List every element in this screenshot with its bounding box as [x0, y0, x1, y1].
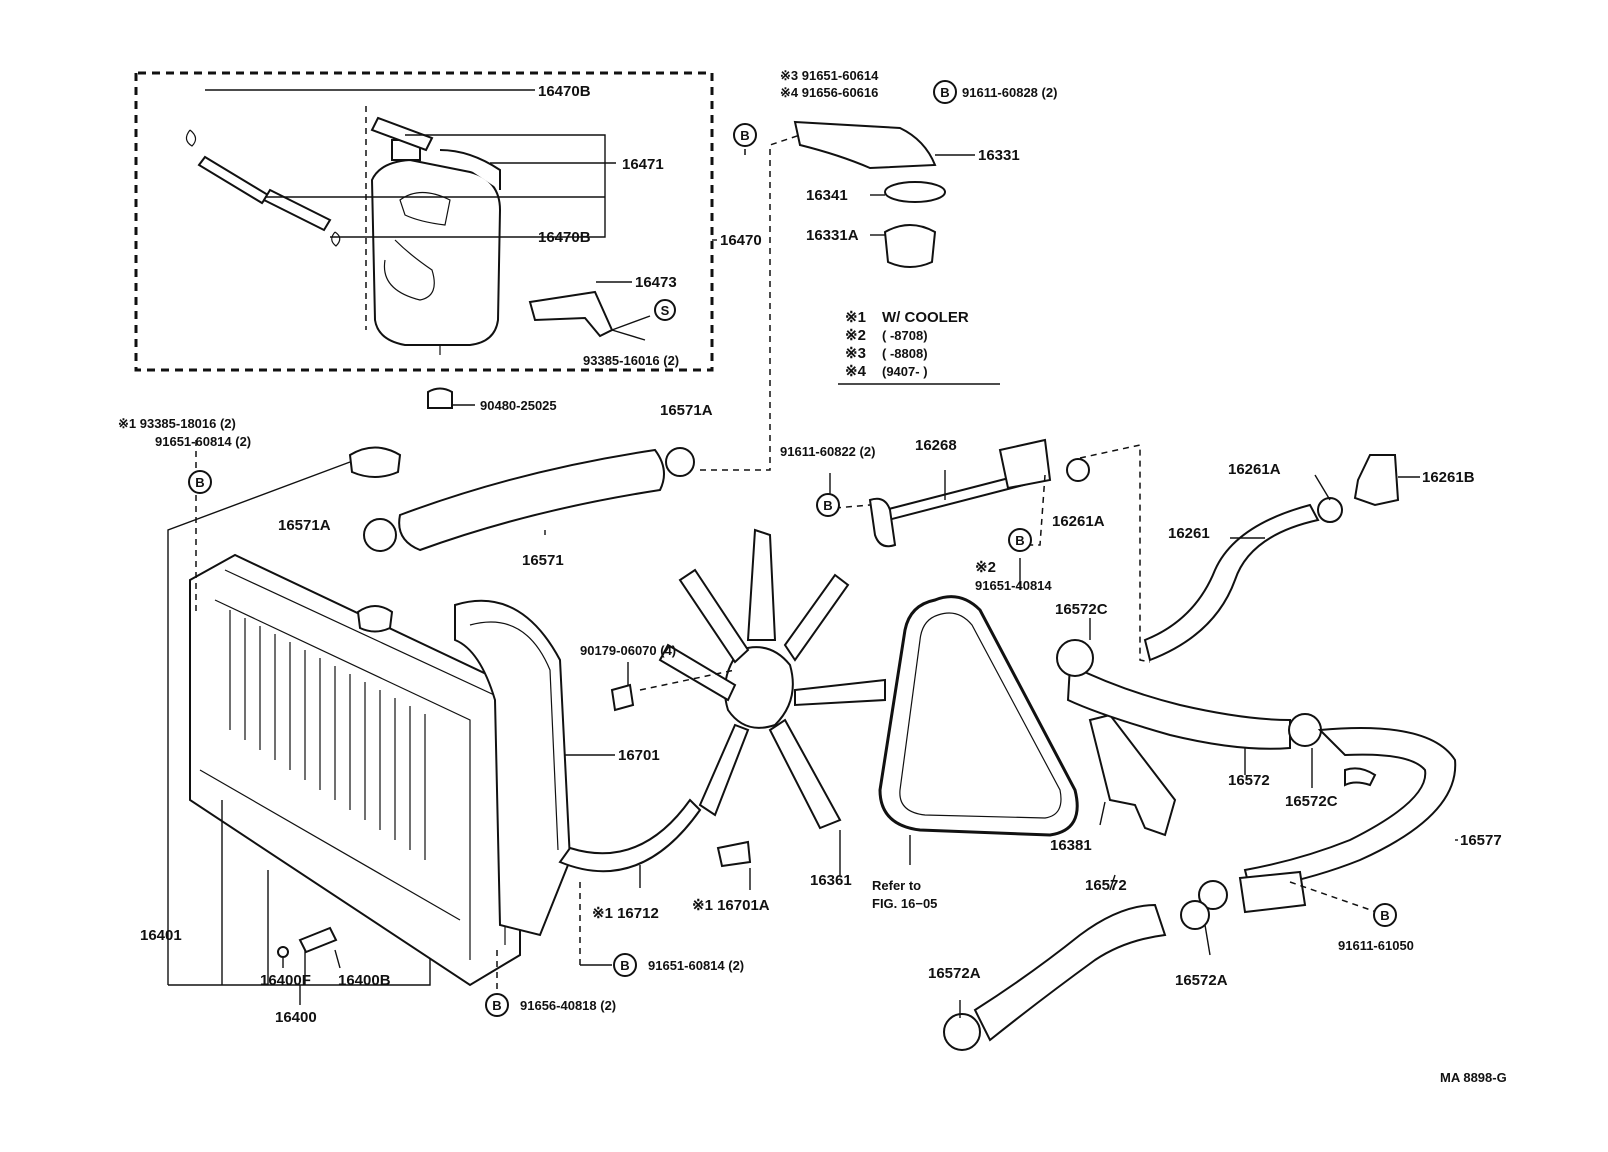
bracket-16473 [528, 290, 614, 338]
label-16572A-right: 16572A [1175, 972, 1228, 989]
label-16572A-left: 16572A [928, 965, 981, 982]
note-4-part: ※4 91656-60616 [780, 85, 878, 100]
drain-cock-90480 [427, 387, 453, 409]
cooling-fan-16361 [658, 528, 886, 830]
note-2-mark: ※2 [975, 559, 996, 576]
label-16572C-bottom: 16572C [1285, 793, 1338, 810]
water-pipe-16577 [1243, 727, 1457, 892]
part-labels: 16470B 16471 16470B 16470 16473 93385-16… [118, 68, 1507, 1085]
clip-16701A [716, 840, 752, 868]
bolt-marker: B [940, 85, 949, 100]
label-16261A-mid: 16261A [1052, 513, 1105, 530]
note-1-line-b: 91651-60814 (2) [155, 434, 251, 449]
legend-value-3: ( -8808) [882, 346, 928, 361]
label-16401: 16401 [140, 927, 182, 944]
reservoir-group: S [134, 71, 717, 372]
heater-hose-16261 [1143, 503, 1320, 662]
bolt-markers: B B B B B B B B [188, 80, 1397, 1017]
label-16571A-top: 16571A [660, 402, 713, 419]
legend-key-1: ※1 [845, 309, 866, 326]
label-91611-60828: 91611-60828 (2) [962, 85, 1057, 100]
reservoir-tank [370, 158, 502, 346]
note-3-part: ※3 91651-60614 [780, 68, 879, 83]
label-16473: 16473 [635, 274, 677, 291]
bolt-marker: B [1015, 533, 1024, 548]
label-16470: 16470 [720, 232, 762, 249]
label-16331A: 16331A [806, 227, 859, 244]
label-91656-40818: 91656-40818 (2) [520, 998, 616, 1013]
label-16331: 16331 [978, 147, 1020, 164]
label-16400: 16400 [275, 1009, 317, 1026]
radiator [189, 446, 521, 987]
label-16341: 16341 [806, 187, 848, 204]
gasket-16341 [884, 181, 946, 203]
label-91611-61050: 91611-61050 [1338, 938, 1414, 953]
legend-key-2: ※2 [845, 327, 866, 344]
label-91611-60822: 91611-60822 (2) [780, 444, 875, 459]
legend-value-4: (9407- ) [882, 364, 928, 379]
refer-to-line-a: Refer to [872, 878, 921, 893]
label-16571: 16571 [522, 552, 564, 569]
fan-belt [878, 595, 1079, 837]
bolt-marker: B [740, 128, 749, 143]
bolt-marker: B [823, 498, 832, 513]
label-16361: 16361 [810, 872, 852, 889]
bolt-marker: B [620, 958, 629, 973]
legend-value-1: W/ COOLER [882, 309, 969, 326]
label-16470B-bottom: 16470B [538, 229, 591, 246]
lower-shroud-16712 [558, 798, 702, 873]
legend-key-4: ※4 [845, 363, 867, 380]
legend-value-2: ( -8708) [882, 328, 928, 343]
upper-hose-16571 [398, 448, 665, 552]
label-16470B-top: 16470B [538, 83, 591, 100]
label-16268: 16268 [915, 437, 957, 454]
label-16471: 16471 [622, 156, 664, 173]
hose-16572-mid [1066, 663, 1291, 750]
label-16261: 16261 [1168, 525, 1210, 542]
label-16701: 16701 [618, 747, 660, 764]
label-16400B: 16400B [338, 972, 391, 989]
label-16261B: 16261B [1422, 469, 1475, 486]
legend-key-3: ※3 [845, 345, 866, 362]
label-16572C-top: 16572C [1055, 601, 1108, 618]
screw-marker: S [661, 303, 670, 318]
thermostat-16331A [883, 224, 937, 268]
label-90179-06070: 90179-06070 (4) [580, 643, 676, 658]
bolt-marker: B [195, 475, 204, 490]
bolt-marker: B [1380, 908, 1389, 923]
label-93385-16016: 93385-16016 (2) [583, 353, 679, 368]
label-90480-25025: 90480-25025 [480, 398, 557, 413]
label-16571A-left: 16571A [278, 517, 331, 534]
label-16577: 16577 [1460, 832, 1502, 849]
water-outlet-16331 [793, 120, 937, 170]
label-16572-lower: 16572 [1085, 877, 1127, 894]
label-16701A: ※1 16701A [692, 897, 770, 914]
label-16261A-top: 16261A [1228, 461, 1281, 478]
label-91651-60814: 91651-60814 (2) [648, 958, 744, 973]
heater-valve-16261B [1353, 454, 1400, 507]
label-91651-40814: 91651-40814 [975, 578, 1052, 593]
label-16381: 16381 [1050, 837, 1092, 854]
refer-to-line-b: FIG. 16−05 [872, 896, 937, 911]
bolt-marker: B [492, 998, 501, 1013]
note-1-line-a: ※1 93385-18016 (2) [118, 416, 236, 431]
figure-id: MA 8898-G [1440, 1070, 1507, 1085]
label-16400F: 16400F [260, 972, 311, 989]
label-16572-mid: 16572 [1228, 772, 1270, 789]
label-16712: ※1 16712 [592, 905, 659, 922]
bracket-16381 [1088, 713, 1177, 837]
hose-16572-lower [973, 903, 1167, 1042]
